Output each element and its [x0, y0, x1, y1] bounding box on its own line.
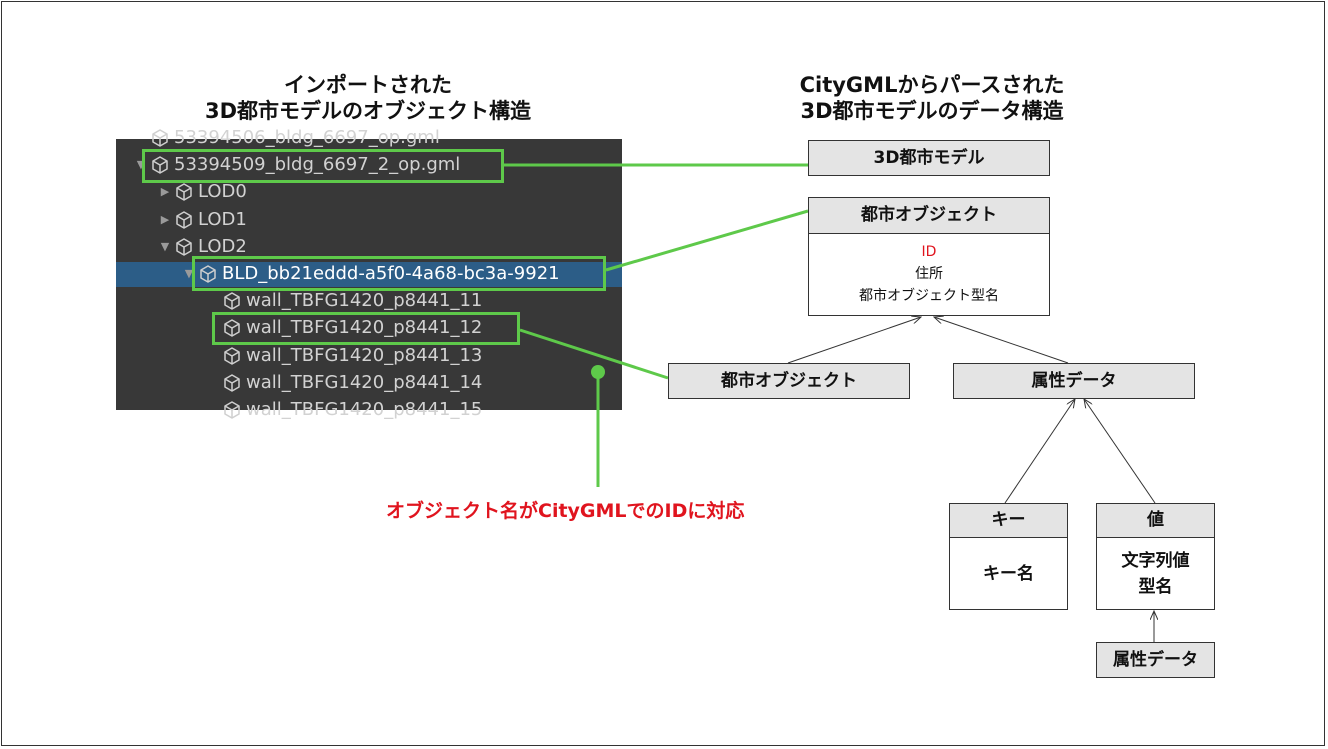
key-box-body: キー名	[983, 564, 1034, 584]
tree-row[interactable]: ▼ 53394509_bldg_6697_2_op.gml	[134, 152, 461, 178]
attribute-box: 属性データ	[953, 363, 1195, 399]
mapping-note: オブジェクト名がCityGMLでのIDに対応	[386, 500, 745, 522]
tree-row[interactable]: ▼ BLD_bb21eddd-a5f0-4a68-bc3a-9921	[182, 261, 560, 287]
cube-icon	[174, 237, 194, 257]
cube-icon	[222, 346, 242, 366]
left-title-line-1: インポートされた	[284, 73, 452, 97]
tree-row[interactable]: ▶ LOD0	[158, 179, 247, 205]
city-object-body: ID 住所 都市オブジェクト型名	[809, 234, 1049, 307]
collapse-arrow-icon[interactable]: ▶	[160, 185, 170, 199]
model-box: 3D都市モデル	[808, 140, 1050, 176]
cube-icon	[222, 318, 242, 338]
tree-row-label: LOD0	[198, 181, 247, 203]
right-title-line-2: 3D都市モデルのデータ構造	[800, 99, 1064, 123]
child-city-object-label: 都市オブジェクト	[721, 371, 857, 391]
tree-row[interactable]: 53394506_bldg_6697_op.gml	[134, 125, 440, 151]
city-object-id: ID	[921, 244, 937, 260]
tree-row-label: 53394506_bldg_6697_op.gml	[174, 127, 440, 148]
cube-icon	[150, 155, 170, 175]
hierarchy-panel: 53394506_bldg_6697_op.gml ▼ 53394509_bldg_…	[116, 127, 622, 420]
cube-icon	[222, 291, 242, 311]
left-title-line-2: 3D都市モデルのオブジェクト構造	[204, 99, 532, 123]
cube-icon	[174, 210, 194, 230]
child-city-object-box: 都市オブジェクト	[668, 363, 910, 399]
highlight-gml-file	[142, 149, 504, 183]
arrow-child-to-city-object	[787, 317, 921, 364]
city-object-address: 住所	[915, 266, 943, 282]
tree-row[interactable]: wall_TBFG1420_p8441_11	[206, 288, 482, 314]
right-title-line-1: CityGMLからパースされた	[799, 73, 1065, 97]
tree-row-label: wall_TBFG1420_p8441_12	[246, 317, 483, 339]
value-box: 値 文字列値 型名	[1096, 503, 1215, 610]
expand-arrow-icon[interactable]: ▼	[160, 239, 170, 253]
note-anchor-dot	[591, 365, 605, 379]
tree-row[interactable]: wall_TBFG1420_p8441_14	[206, 370, 482, 396]
tree-row-label: LOD1	[198, 208, 247, 230]
cube-icon	[222, 373, 242, 393]
key-box: キー キー名	[949, 503, 1068, 610]
tree-row[interactable]: wall_TBFG1420_p8441_12	[206, 315, 482, 341]
value-box-header: 値	[1097, 504, 1214, 538]
value-box-line-1: 文字列値	[1121, 551, 1190, 571]
tree-row[interactable]: ▶ LOD1	[158, 207, 247, 233]
cube-icon	[198, 264, 218, 284]
tree-row-label: wall_TBFG1420_p8441_15	[246, 399, 483, 420]
highlight-building	[192, 256, 606, 291]
tree-row[interactable]: wall_TBFG1420_p8441_15	[206, 397, 482, 423]
arrow-value-to-attribute	[1084, 399, 1156, 504]
tree-row[interactable]: wall_TBFG1420_p8441_13	[206, 343, 482, 369]
link-building-to-city-object	[605, 209, 809, 272]
tree-row-label: BLD_bb21eddd-a5f0-4a68-bc3a-9921	[222, 263, 560, 284]
cube-icon	[222, 400, 242, 420]
expand-arrow-icon[interactable]: ▼	[136, 158, 146, 172]
tree-row-label: LOD2	[198, 235, 247, 257]
link-wall-to-child-object	[519, 328, 669, 380]
key-box-header: キー	[950, 504, 1067, 538]
value-box-line-2: 型名	[1138, 577, 1173, 597]
tree-row-label: wall_TBFG1420_p8441_11	[246, 290, 483, 312]
tree-row-label: 53394509_bldg_6697_2_op.gml	[174, 154, 461, 176]
tree-row-label: wall_TBFG1420_p8441_14	[246, 371, 483, 393]
cube-icon	[150, 128, 170, 148]
tree-row[interactable]: ▼ LOD2	[158, 234, 247, 260]
right-title: CityGMLからパースされた 3D都市モデルのデータ構造	[722, 72, 1142, 124]
attribute-box-label: 属性データ	[1031, 371, 1117, 391]
tree-row-label: wall_TBFG1420_p8441_13	[246, 344, 483, 366]
nested-attribute-label: 属性データ	[1113, 650, 1198, 670]
value-box-body: 文字列値 型名	[1097, 538, 1214, 600]
arrow-key-to-attribute	[1004, 399, 1075, 504]
highlight-wall	[212, 312, 520, 345]
left-title: インポートされた 3D都市モデルのオブジェクト構造	[158, 72, 578, 124]
expand-arrow-icon[interactable]: ▼	[184, 267, 194, 280]
city-object-header: 都市オブジェクト	[809, 198, 1049, 234]
nested-attribute-box: 属性データ	[1096, 642, 1215, 678]
city-object-type-name: 都市オブジェクト型名	[859, 288, 999, 304]
model-box-label: 3D都市モデル	[873, 148, 985, 168]
city-object-box: 都市オブジェクト ID 住所 都市オブジェクト型名	[808, 197, 1050, 316]
cube-icon	[174, 182, 194, 202]
arrow-attribute-to-city-object	[934, 317, 1069, 364]
collapse-arrow-icon[interactable]: ▶	[160, 212, 170, 226]
